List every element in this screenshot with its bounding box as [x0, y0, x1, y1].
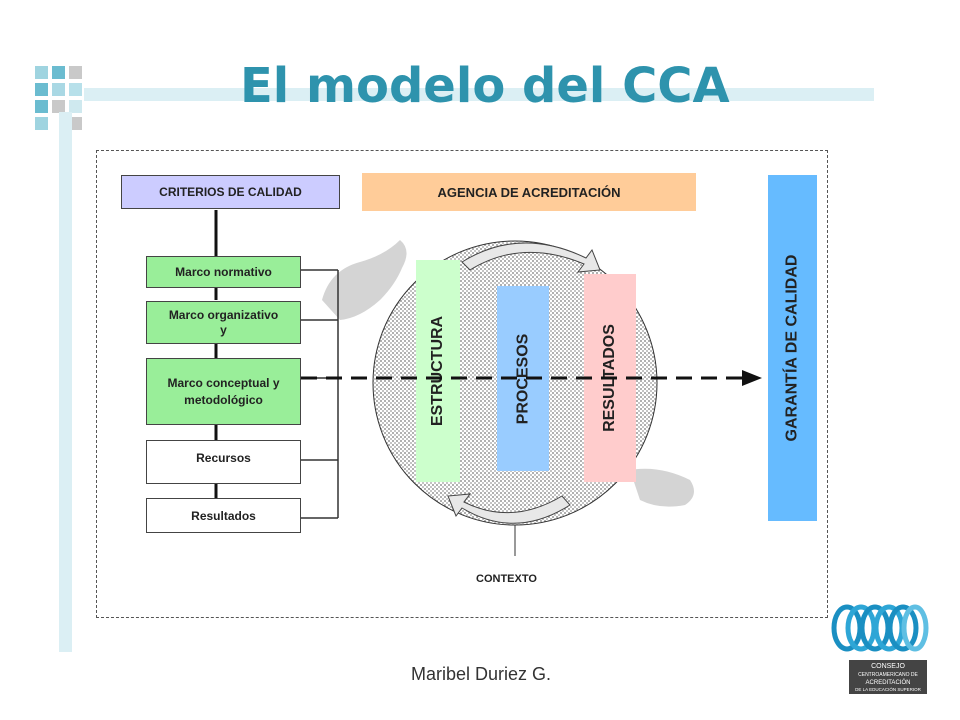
decor-square — [35, 66, 48, 79]
decor-square — [35, 83, 48, 96]
slide-title: El modelo del CCA — [240, 58, 730, 114]
left-item-recursos: Recursos — [146, 440, 301, 484]
slide-footer: Maribel Duriez G. — [411, 664, 552, 684]
svg-text:DE LA EDUCACIÓN SUPERIOR: DE LA EDUCACIÓN SUPERIOR — [855, 686, 922, 692]
decor-square — [69, 100, 82, 113]
map-silhouette — [322, 240, 407, 320]
svg-text:CENTROAMERICANO DE: CENTROAMERICANO DE — [858, 672, 918, 678]
left-item-resultados: Resultados — [146, 498, 301, 533]
left-item-marco-organizativo: Marco organizativo y — [146, 301, 301, 344]
decor-square — [52, 66, 65, 79]
decor-square — [52, 100, 65, 113]
decor-square — [35, 117, 48, 130]
logo-rings — [831, 604, 929, 652]
flow-arrow-head — [742, 370, 762, 386]
svg-text:CONSEJO: CONSEJO — [871, 663, 905, 670]
diagram-frame — [96, 150, 828, 618]
decor-square — [69, 117, 82, 130]
context-label: CONTEXTO — [476, 573, 537, 585]
decor-square — [69, 83, 82, 96]
logo-plate — [849, 660, 927, 694]
criteria-label: CRITERIOS DE CALIDAD — [159, 185, 302, 199]
left-item-marco-conceptual: Marco conceptual y metodológico — [146, 358, 301, 425]
agency-label: AGENCIA DE ACREDITACIÓN — [437, 184, 621, 200]
criteria-box: CRITERIOS DE CALIDAD — [121, 175, 340, 209]
decor-square — [69, 66, 82, 79]
left-item-marco-normativo: Marco normativo — [146, 256, 301, 288]
cca-logo: CONSEJO CENTROAMERICANO DE ACREDITACIÓN … — [831, 604, 929, 694]
guarantee-bar: GARANTÍA DE CALIDAD — [768, 175, 817, 521]
cycle-arrow-bottom — [447, 493, 571, 524]
decor-vertical-bar — [59, 112, 72, 652]
decor-horizontal-bar — [84, 88, 874, 101]
map-silhouette — [630, 468, 694, 507]
agency-box: AGENCIA DE ACREDITACIÓN — [362, 173, 696, 211]
decor-square — [35, 100, 48, 113]
column-estructura: ESTRUCTURA — [416, 260, 460, 482]
decor-square — [52, 83, 65, 96]
cycle-arrow-top — [461, 242, 601, 273]
svg-text:ACREDITACIÓN: ACREDITACIÓN — [866, 679, 911, 686]
